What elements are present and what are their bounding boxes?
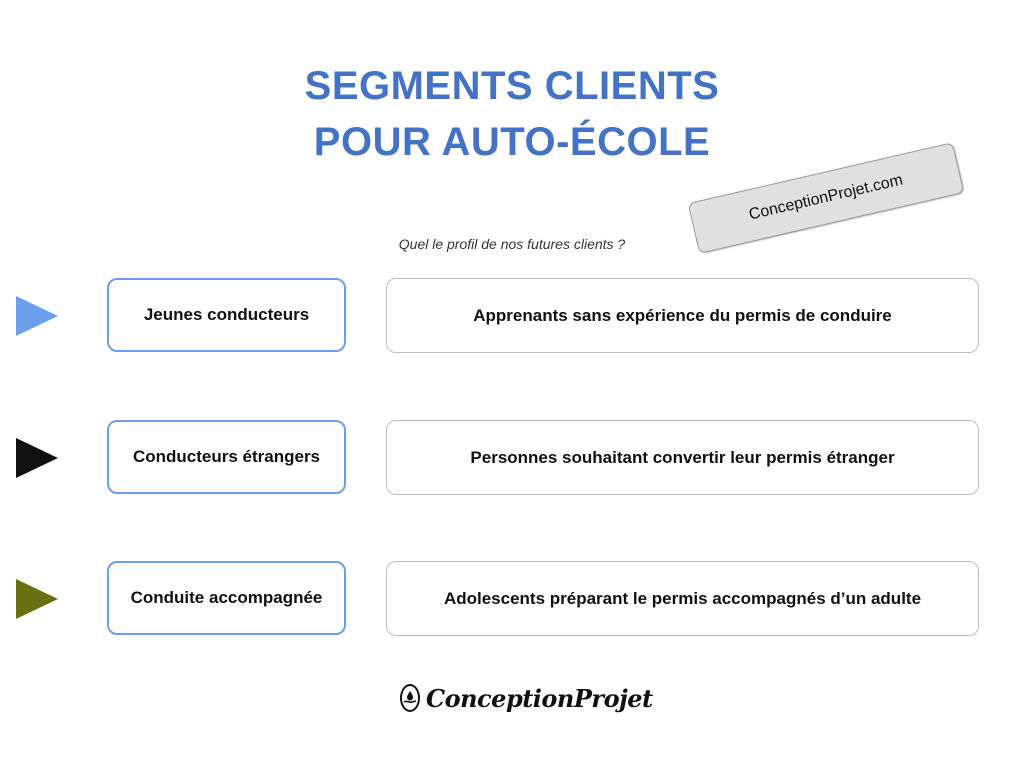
- segment-description: Apprenants sans expérience du permis de …: [386, 278, 979, 353]
- subtitle: Quel le profil de nos futures clients ?: [398, 236, 626, 252]
- segment-row-3: Conduite accompagnée Adolescents prépara…: [0, 561, 1024, 637]
- hand-icon: [400, 684, 420, 712]
- triangle-arrow-icon: [16, 579, 58, 619]
- page-title: SEGMENTS CLIENTS POUR AUTO-ÉCOLE: [0, 58, 1024, 170]
- triangle-arrow-icon: [16, 438, 58, 478]
- stamp-text: ConceptionProjet.com: [747, 171, 905, 224]
- segment-box: Jeunes conducteurs: [107, 278, 346, 352]
- hand-drop-icon: [403, 691, 417, 704]
- brand-logo: ConceptionProjet: [400, 680, 653, 716]
- segment-row-1: Jeunes conducteurs Apprenants sans expér…: [0, 278, 1024, 354]
- logo-text: ConceptionProjet: [426, 683, 653, 713]
- segment-description: Adolescents préparant le permis accompag…: [386, 561, 979, 636]
- segment-row-2: Conducteurs étrangers Personnes souhaita…: [0, 420, 1024, 496]
- segment-description: Personnes souhaitant convertir leur perm…: [386, 420, 979, 495]
- triangle-arrow-icon: [16, 296, 58, 336]
- segment-box: Conducteurs étrangers: [107, 420, 346, 494]
- title-line-2: POUR AUTO-ÉCOLE: [313, 120, 711, 164]
- segment-box: Conduite accompagnée: [107, 561, 346, 635]
- title-line-1: SEGMENTS CLIENTS: [304, 64, 720, 108]
